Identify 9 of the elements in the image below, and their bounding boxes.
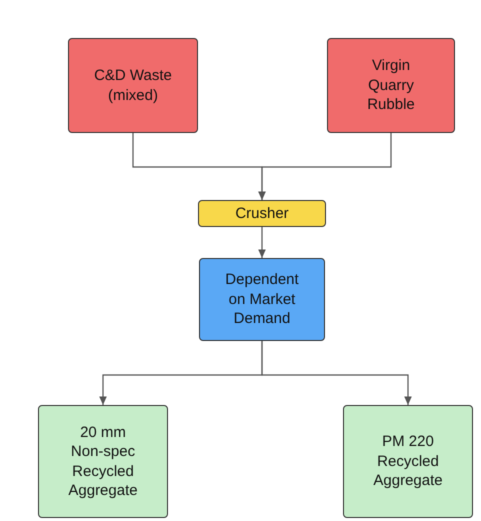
product-box: 20 mm Non-spec Recycled Aggregate xyxy=(38,405,168,518)
source-box: C&D Waste (mixed) xyxy=(68,38,198,133)
source-box: Virgin Quarry Rubble xyxy=(327,38,455,133)
product-box: PM 220 Recycled Aggregate xyxy=(343,405,473,518)
arrow xyxy=(258,227,266,258)
process-box: Crusher xyxy=(198,200,326,227)
arrow xyxy=(258,133,392,200)
arrow xyxy=(261,341,412,405)
decision-box: Dependent on Market Demand xyxy=(199,258,325,341)
